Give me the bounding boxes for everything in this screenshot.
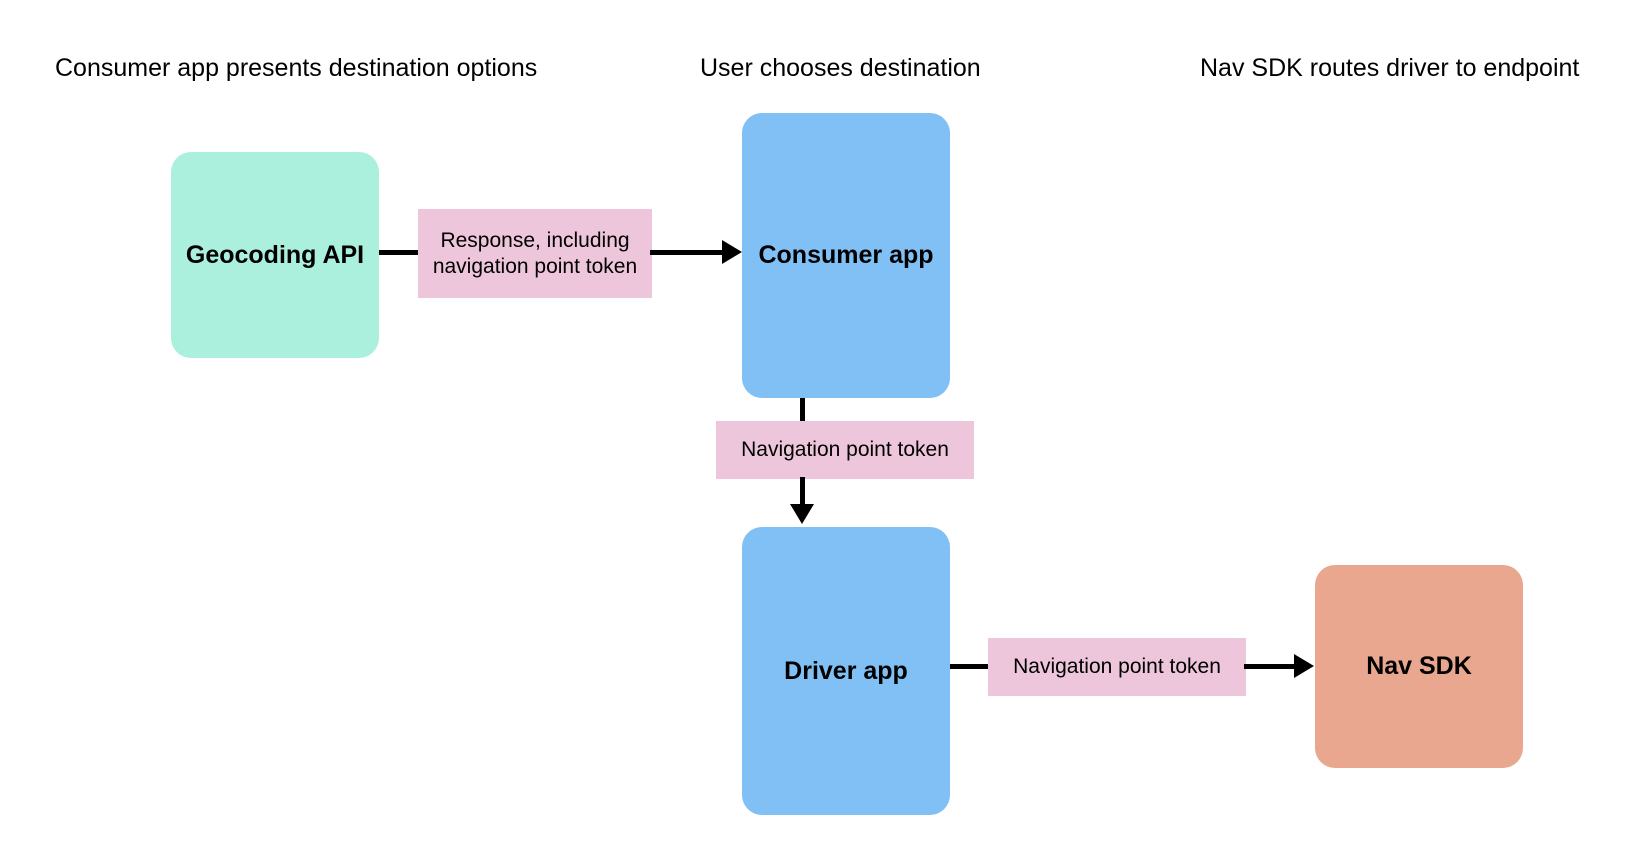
node-driver-app[interactable]: Driver app: [742, 527, 950, 815]
edge-label-response-including-navigation-point-token: Response, including navigation point tok…: [418, 209, 652, 298]
arrowhead-right-icon-to-consumer-app: [722, 240, 742, 264]
column-header-nav-sdk-routes-driver: Nav SDK routes driver to endpoint: [1200, 54, 1580, 82]
edge-label-response-text: Response, including navigation point tok…: [432, 228, 638, 278]
node-consumer-app[interactable]: Consumer app: [742, 113, 950, 398]
arrowhead-right-icon-to-nav-sdk: [1294, 654, 1314, 678]
connector-line-label-to-navsdk: [1244, 664, 1294, 669]
connector-line-label-to-driver: [800, 477, 805, 507]
edge-label-navigation-point-token-text-2: Navigation point token: [1013, 655, 1221, 679]
node-geocoding-api[interactable]: Geocoding API: [171, 152, 379, 358]
node-geocoding-api-label: Geocoding API: [185, 240, 365, 269]
column-header-consumer-app-presents: Consumer app presents destination option…: [55, 54, 538, 82]
node-nav-sdk[interactable]: Nav SDK: [1315, 565, 1523, 768]
arrowhead-down-icon-to-driver-app: [790, 504, 814, 524]
edge-label-navigation-point-token-consumer-driver: Navigation point token: [716, 421, 974, 479]
node-driver-app-label: Driver app: [784, 656, 908, 685]
column-header-user-chooses-destination: User chooses destination: [700, 54, 981, 82]
connector-line-consumer-to-label: [800, 398, 805, 423]
connector-line-geocoding-to-label: [379, 250, 420, 255]
node-nav-sdk-label: Nav SDK: [1366, 652, 1472, 681]
connector-line-driver-to-label: [950, 664, 990, 669]
edge-label-navigation-point-token-driver-navsdk: Navigation point token: [988, 638, 1246, 696]
node-consumer-app-label: Consumer app: [758, 241, 934, 270]
edge-label-navigation-point-token-text-1: Navigation point token: [741, 438, 949, 462]
connector-line-label-to-consumer: [650, 250, 723, 255]
